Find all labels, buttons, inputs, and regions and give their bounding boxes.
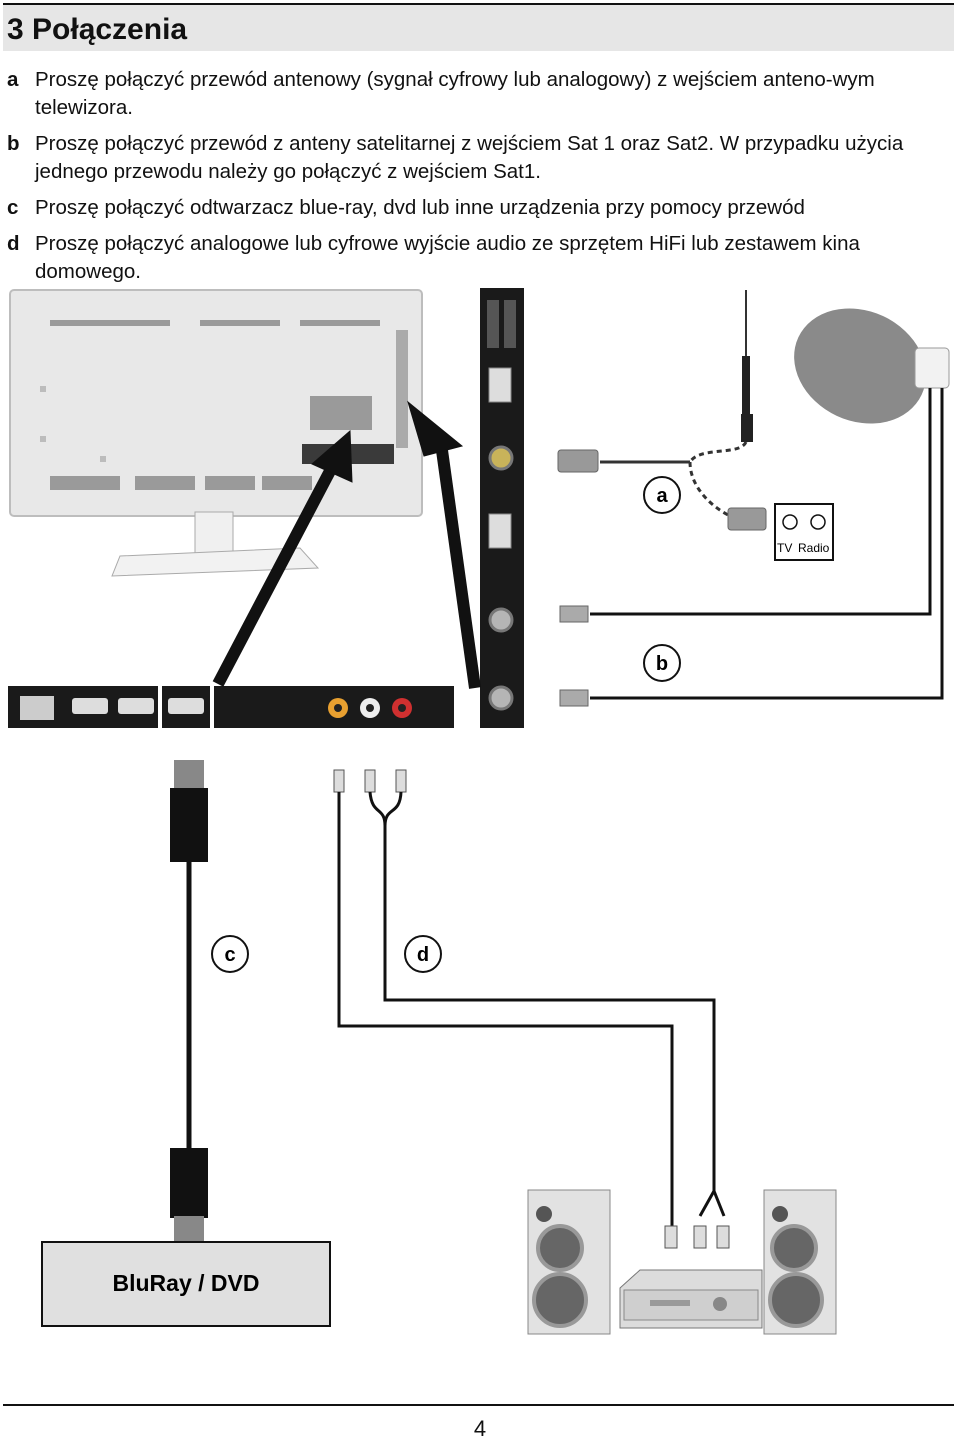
wall-socket: TV Radio bbox=[775, 504, 833, 560]
label-b: b bbox=[644, 645, 680, 681]
hdmi-cable-illustration bbox=[170, 760, 208, 1244]
instructions-list: a Proszę połączyć przewód antenowy (sygn… bbox=[0, 66, 960, 294]
instruction-key: c bbox=[7, 194, 18, 222]
svg-text:d: d bbox=[417, 944, 429, 966]
footer-divider bbox=[3, 1404, 954, 1406]
audio-cable-illustration bbox=[334, 770, 729, 1248]
bluray-dvd-box: BluRay / DVD bbox=[42, 1242, 330, 1326]
bottom-connector-panel bbox=[8, 686, 454, 728]
instruction-key: d bbox=[7, 230, 20, 258]
svg-text:a: a bbox=[656, 485, 668, 507]
instruction-key: a bbox=[7, 66, 18, 94]
page-number: 4 bbox=[0, 1416, 960, 1442]
hifi-system-illustration bbox=[528, 1190, 836, 1334]
label-c: c bbox=[212, 936, 248, 972]
tv-back-illustration bbox=[10, 290, 422, 576]
socket-tv-label: TV bbox=[777, 541, 792, 555]
player-label: BluRay / DVD bbox=[113, 1270, 260, 1296]
satellite-dish-illustration bbox=[560, 287, 949, 706]
side-connector-panel bbox=[480, 288, 524, 728]
instruction-text: Proszę połączyć przewód z anteny satelit… bbox=[35, 132, 903, 183]
section-header: 3 Połączenia bbox=[3, 3, 954, 51]
instruction-c: c Proszę połączyć odtwarzacz blue-ray, d… bbox=[0, 194, 960, 222]
instruction-a: a Proszę połączyć przewód antenowy (sygn… bbox=[0, 66, 960, 122]
instruction-key: b bbox=[7, 130, 20, 158]
instruction-d: d Proszę połączyć analogowe lub cyfrowe … bbox=[0, 230, 960, 286]
instruction-text: Proszę połączyć analogowe lub cyfrowe wy… bbox=[35, 232, 860, 283]
svg-text:c: c bbox=[224, 944, 235, 966]
label-a: a bbox=[644, 477, 680, 513]
svg-text:b: b bbox=[656, 653, 668, 675]
instruction-b: b Proszę połączyć przewód z anteny satel… bbox=[0, 130, 960, 186]
instruction-text: Proszę połączyć odtwarzacz blue-ray, dvd… bbox=[35, 196, 805, 219]
instruction-text: Proszę połączyć przewód antenowy (sygnał… bbox=[35, 68, 875, 119]
page-title: 3 Połączenia bbox=[3, 5, 954, 55]
connection-diagram: TV Radio a b c d B bbox=[0, 286, 960, 1386]
label-d: d bbox=[405, 936, 441, 972]
socket-radio-label: Radio bbox=[798, 541, 830, 555]
